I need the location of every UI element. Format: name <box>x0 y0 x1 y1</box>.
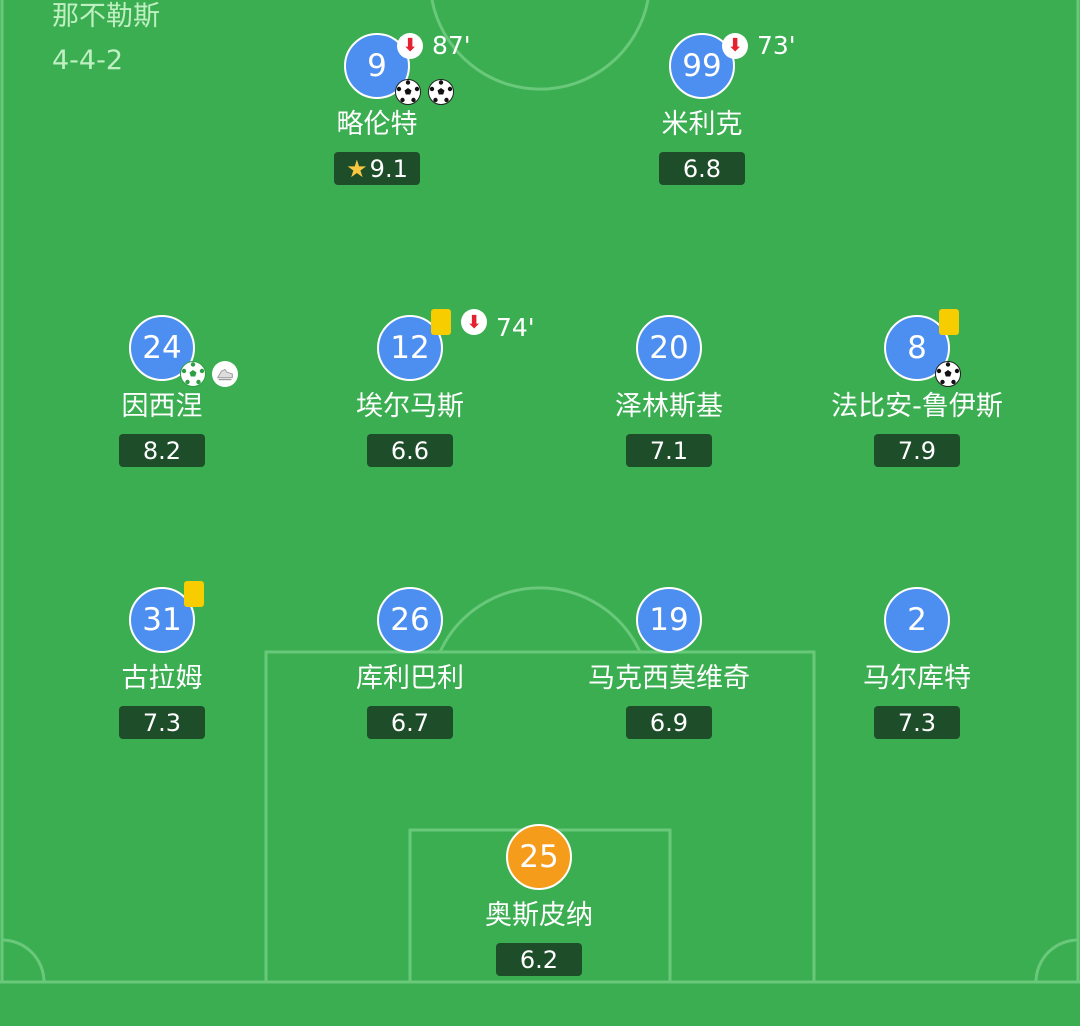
sub-minute: 87' <box>432 31 471 60</box>
player-number: 25 <box>506 824 572 890</box>
soccer-ball-icon <box>395 79 421 105</box>
player-name: 古拉姆 <box>121 663 203 694</box>
soccer-ball-icon <box>428 79 454 105</box>
player-rating: 6.7 <box>367 706 453 739</box>
player-rating: 7.9 <box>874 434 960 467</box>
player-name: 泽林斯基 <box>615 391 723 422</box>
player-name: 因西涅 <box>121 391 203 422</box>
star-icon: ★ <box>346 154 368 183</box>
soccer-ball-icon <box>935 361 961 387</box>
team-name: 那不勒斯 <box>52 1 160 32</box>
player-number: 19 <box>636 587 702 653</box>
player-rating: 6.8 <box>659 152 745 185</box>
yellow-card-icon <box>939 309 959 335</box>
player-name: 法比安-鲁伊斯 <box>831 391 1003 422</box>
sub-minute: 74' <box>496 313 535 342</box>
player-name: 马尔库特 <box>863 663 971 694</box>
player-name: 埃尔马斯 <box>356 391 464 422</box>
player-rating: 8.2 <box>119 434 205 467</box>
sub-minute: 73' <box>757 31 796 60</box>
team-info: 那不勒斯 4-4-2 <box>52 0 160 76</box>
player-rating: 7.3 <box>874 706 960 739</box>
player-rating: 7.1 <box>626 434 712 467</box>
sub-out-arrow-icon: ⬇ <box>397 33 423 59</box>
player-rating: 6.6 <box>367 434 453 467</box>
team-formation: 4-4-2 <box>52 45 124 76</box>
player-name: 米利克 <box>661 109 743 140</box>
player-name: 马克西莫维奇 <box>588 663 750 694</box>
player-rating: 7.3 <box>119 706 205 739</box>
player-rating: ★ 9.1 <box>334 152 420 185</box>
sub-out-arrow-icon: ⬇ <box>461 309 487 335</box>
player-rating: 6.2 <box>496 943 582 976</box>
player-name: 略伦特 <box>336 109 418 140</box>
yellow-card-icon <box>184 581 204 607</box>
player-number: 20 <box>636 315 702 381</box>
sub-out-arrow-icon: ⬇ <box>722 33 748 59</box>
player-rating: 6.9 <box>626 706 712 739</box>
rating-value: 9.1 <box>369 154 408 183</box>
player-number: 2 <box>884 587 950 653</box>
yellow-card-icon <box>431 309 451 335</box>
player-number: 26 <box>377 587 443 653</box>
player-name: 奥斯皮纳 <box>485 900 593 931</box>
player-name: 库利巴利 <box>356 663 464 694</box>
green-soccer-ball-icon <box>180 361 206 387</box>
boot-icon <box>212 361 238 387</box>
